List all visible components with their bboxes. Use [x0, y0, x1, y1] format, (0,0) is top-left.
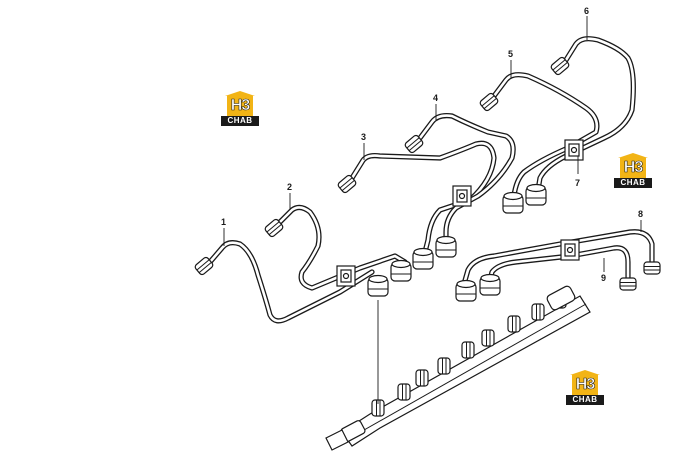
- callout-5: 5: [508, 49, 513, 59]
- callout-8: 8: [638, 209, 643, 219]
- pipe-clamp-front: [336, 265, 356, 287]
- callout-2: 2: [287, 182, 292, 192]
- callout-6: 6: [584, 6, 589, 16]
- common-fuel-rail: [325, 285, 591, 451]
- injection-pipe-1: [193, 240, 389, 324]
- logo-mark: H3: [620, 158, 646, 178]
- logo-mark: H3: [572, 375, 598, 395]
- logo-caption: CHAB: [221, 116, 259, 126]
- logo-bottom: H3 CHAB: [566, 370, 604, 410]
- injection-pipe-4: [403, 113, 516, 258]
- logo-roof: [618, 153, 648, 158]
- callout-7: 7: [575, 178, 580, 188]
- pipe-clamp-lower: [560, 239, 580, 261]
- injection-pipe-5: [478, 72, 600, 214]
- callout-9: 9: [601, 273, 606, 283]
- logo-mark: H3: [227, 96, 253, 116]
- injection-pipe-8: [455, 229, 661, 302]
- callout-3: 3: [361, 132, 366, 142]
- injection-pipe-6: [525, 36, 636, 206]
- logo-caption: CHAB: [614, 178, 652, 188]
- logo-right: H3 CHAB: [614, 153, 652, 193]
- callout-4: 4: [433, 93, 438, 103]
- pipe-clamp-rear: [564, 139, 584, 161]
- callout-1: 1: [221, 217, 226, 227]
- injection-pipe-2: [263, 204, 412, 291]
- logo-caption: CHAB: [566, 395, 604, 405]
- pipe-clamp-middle: [452, 185, 472, 207]
- logo-roof: [225, 91, 255, 96]
- injection-pipe-3: [336, 140, 497, 270]
- logo-top-left: H3 CHAB: [221, 91, 259, 131]
- logo-roof: [570, 370, 600, 375]
